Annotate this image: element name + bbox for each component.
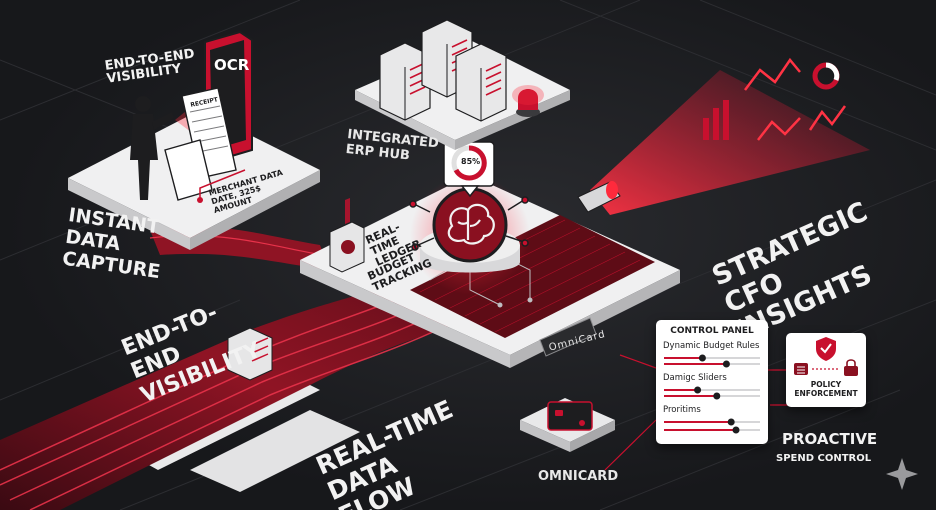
list-icon <box>794 363 808 375</box>
sparkle-icon <box>886 458 918 490</box>
spend-control-label: SPEND CONTROL <box>776 453 872 464</box>
merchant-callout-pointer <box>197 169 246 203</box>
person-icon <box>130 96 174 200</box>
projector-icon <box>577 181 621 213</box>
omnicard-badge-frame <box>539 317 597 357</box>
bar-chart-icon <box>703 100 729 140</box>
slider-knob[interactable] <box>694 386 702 394</box>
ledger-box <box>329 198 365 273</box>
insight-beam <box>590 70 870 215</box>
brain-icon <box>447 203 495 245</box>
panel-row-proritims: Proritims <box>663 405 701 415</box>
policy-title-line1: POLICY <box>810 380 842 389</box>
alarm-light-icon <box>512 85 544 117</box>
ocr-label: OCR <box>214 56 250 74</box>
database-icon <box>341 240 355 254</box>
panel-row-budget-rules: Dynamic Budget Rules <box>663 341 760 351</box>
slider-knob[interactable] <box>732 426 740 434</box>
omnicard-label: OMNICARD <box>538 469 619 484</box>
control-links <box>604 354 800 471</box>
brain-hub <box>409 175 530 295</box>
slider-knob[interactable] <box>722 360 730 368</box>
side-server-icon <box>227 327 273 381</box>
server-icon <box>379 19 507 122</box>
slider-knob[interactable] <box>727 418 735 426</box>
slider-group <box>664 354 760 434</box>
policy-title-line2: ENFORCEMENT <box>794 388 858 398</box>
proactive-label: PROACTIVE <box>782 430 878 448</box>
control-panel-title: CONTROL PANEL <box>670 326 754 336</box>
policy-icons <box>794 337 858 376</box>
shield-check-icon <box>816 337 836 361</box>
ramp-platform-lower <box>190 410 360 492</box>
lock-icon <box>844 366 858 376</box>
percent-label: 85% <box>461 157 481 166</box>
slider-knob[interactable] <box>698 354 706 362</box>
line-chart-icon <box>744 57 847 141</box>
panel-row-sliders: Damigc Sliders <box>663 373 727 383</box>
credit-card-icon <box>547 401 593 431</box>
control-panel: CONTROL PANEL Dynamic Budget Rules Damig… <box>656 320 768 444</box>
receipt-icon <box>164 87 237 201</box>
ring-chart-icon <box>812 62 840 90</box>
slider-knob[interactable] <box>713 392 721 400</box>
